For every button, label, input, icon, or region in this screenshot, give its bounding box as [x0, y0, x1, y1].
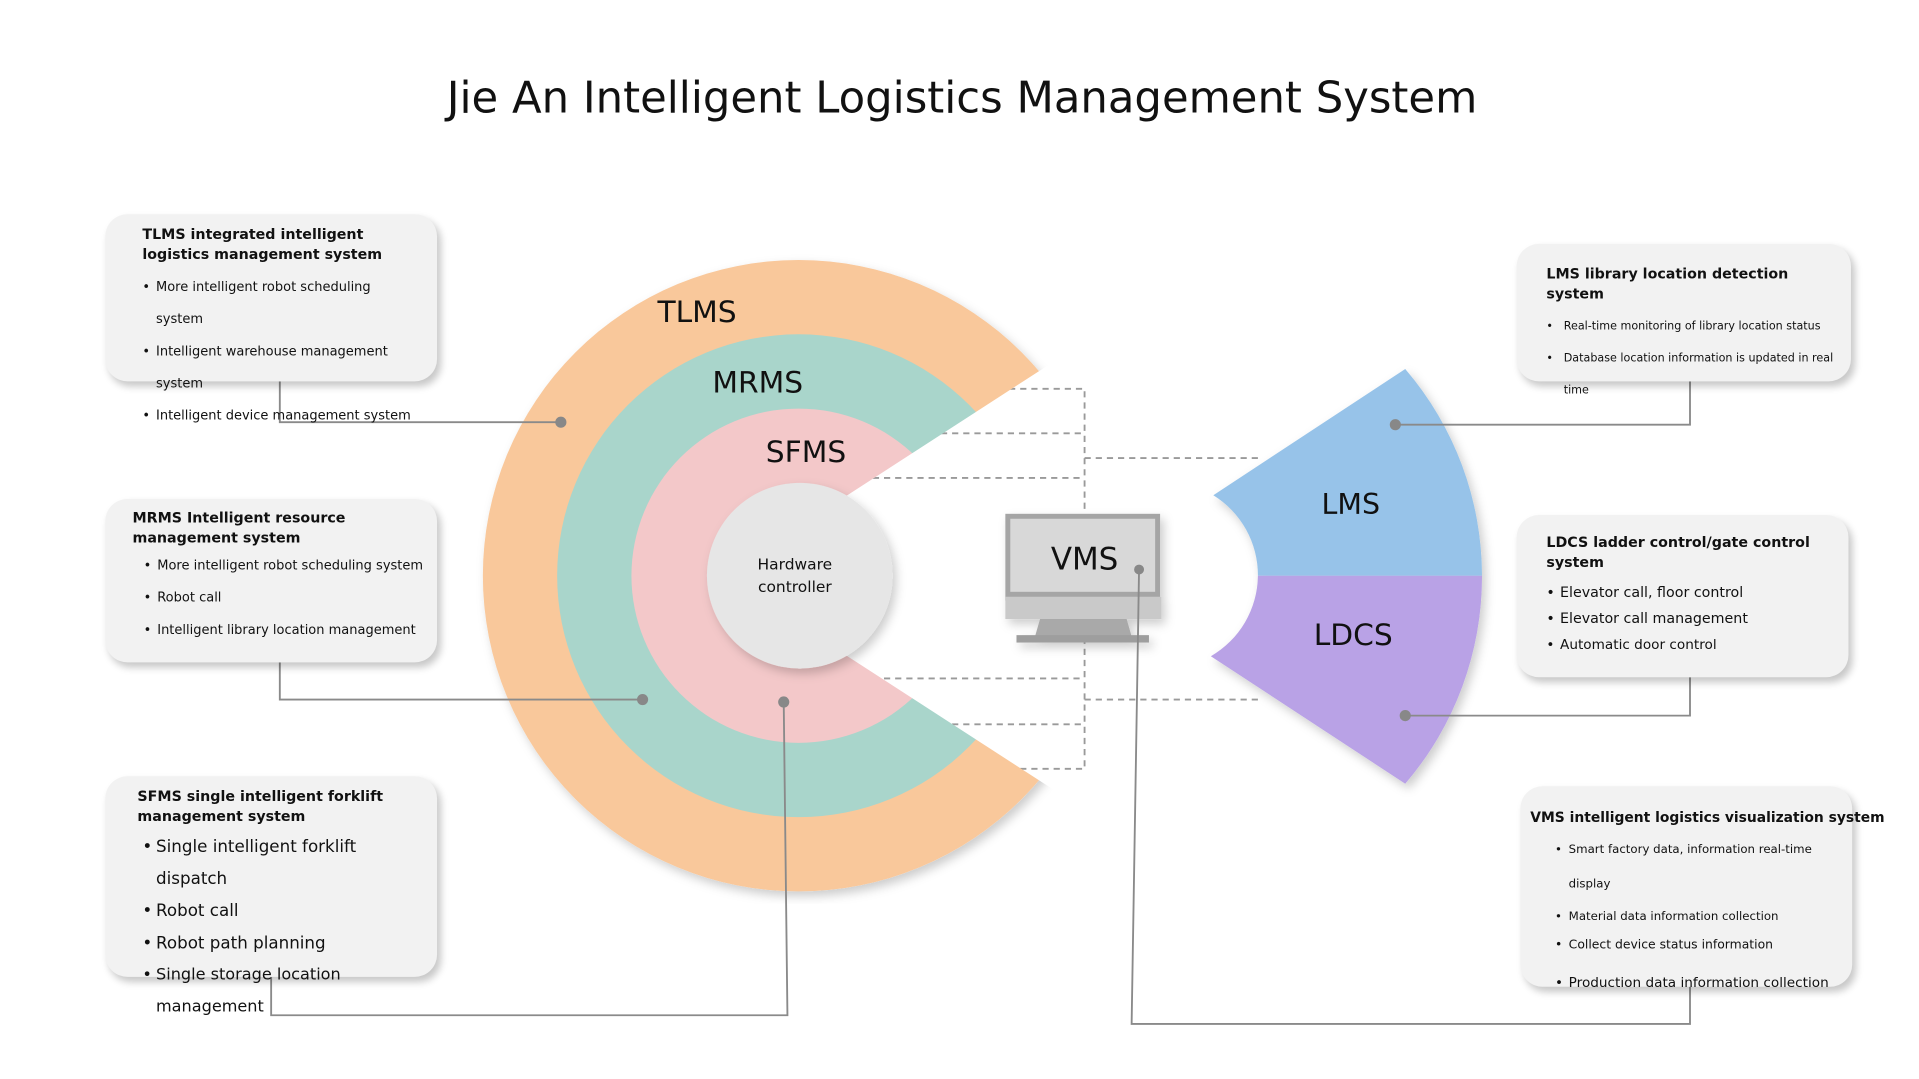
sector-lms: [1213, 368, 1483, 576]
core-hardware-controller: [706, 482, 893, 669]
ring-label-mrms: MRMS: [712, 365, 803, 400]
callout-tlms: TLMS integrated intelligent logistics ma…: [105, 214, 438, 432]
callout-title: LDCS ladder control/gate control system: [1546, 533, 1810, 571]
list-item: Elevator call management: [1546, 605, 1841, 631]
connector-dots: [555, 416, 1411, 722]
callout-ldcs: LDCS ladder control/gate control system …: [1516, 515, 1849, 678]
list-item: Real-time monitoring of library location…: [1546, 311, 1838, 343]
ring-label-tlms: TLMS: [656, 295, 736, 330]
ring-label-sfms: SFMS: [766, 435, 846, 470]
list-item: More intelligent robot scheduling system: [142, 271, 412, 335]
callout-title: LMS library location detection system: [1546, 264, 1789, 303]
sector-label-lms: LMS: [1322, 488, 1381, 521]
monitor-label-vms: VMS: [1051, 542, 1119, 578]
sector-label-ldcs: LDCS: [1314, 618, 1393, 653]
list-item: Robot call: [142, 895, 424, 927]
list-item: Single intelligent forklift dispatch: [142, 831, 424, 895]
list-item: Intelligent warehouse management system: [142, 336, 412, 400]
list-item: Material data information collection: [1555, 903, 1852, 933]
list-item: Robot path planning: [142, 927, 424, 959]
callout-connectors: [270, 381, 1691, 1025]
list-item: Intelligent library location management: [144, 614, 428, 646]
list-item: Database location information is updated…: [1546, 343, 1838, 407]
list-item: Single storage location management: [142, 960, 424, 1024]
callout-mrms: MRMS Intelligent resource management sys…: [105, 498, 438, 663]
callout-vms: VMS intelligent logistics visualization …: [1520, 786, 1885, 1007]
callout-title: TLMS integrated intelligent logistics ma…: [142, 225, 383, 263]
monitor-icon: [1005, 513, 1162, 643]
callout-lms: LMS library location detection system Re…: [1516, 243, 1851, 397]
callout-title: MRMS Intelligent resource management sys…: [132, 508, 346, 547]
dashed-connectors: [872, 387, 1263, 770]
page-title: Jie An Intelligent Logistics Management …: [446, 74, 1478, 124]
core-label-line1: Hardware: [758, 556, 833, 574]
callout-title: SFMS single intelligent forklift managem…: [137, 787, 384, 825]
list-item: Automatic door control: [1546, 631, 1841, 657]
core-label-line2: controller: [758, 578, 832, 596]
list-item: More intelligent robot scheduling system: [144, 550, 428, 582]
list-item: Collect device status information: [1555, 932, 1852, 959]
list-item: Smart factory data, information real-tim…: [1555, 833, 1852, 902]
sector-ldcs: [1210, 575, 1483, 784]
callout-title: VMS intelligent logistics visualization …: [1530, 809, 1885, 826]
callout-sfms: SFMS single intelligent forklift managem…: [105, 776, 438, 1016]
list-item: Robot call: [144, 582, 428, 614]
list-item: Intelligent device management system: [142, 400, 412, 432]
list-item: Elevator call, floor control: [1546, 579, 1841, 605]
list-item: Production data information collection: [1555, 960, 1852, 1007]
